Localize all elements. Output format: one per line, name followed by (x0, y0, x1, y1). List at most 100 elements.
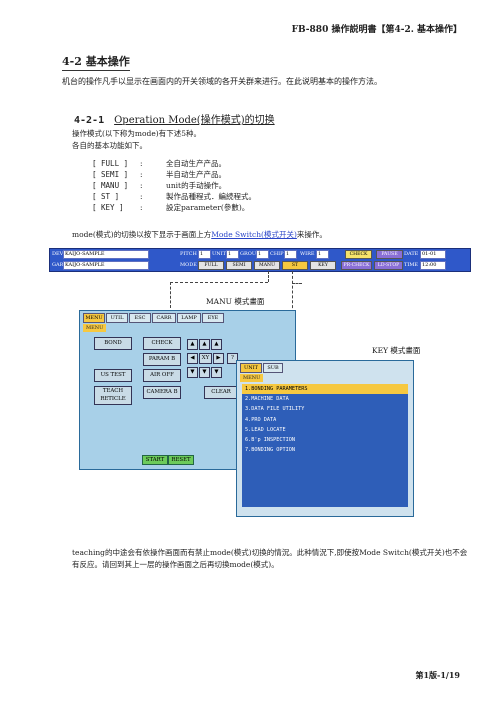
mode-key-button[interactable]: KEY (310, 261, 336, 270)
arrow-right-icon[interactable]: ▶ (213, 353, 224, 364)
arrow-left-icon[interactable]: ◀ (187, 353, 198, 364)
camera-b-button[interactable]: CAMERA B (143, 386, 181, 399)
mode-key: [ KEY ] (92, 203, 124, 212)
mode-switch-link[interactable]: Mode Switch(模式开关) (211, 230, 297, 239)
list-item[interactable]: 1.BONDING PARAMETERS (242, 384, 408, 395)
arrow-down-icon[interactable]: ▼ (199, 367, 210, 378)
subsection-heading: 4-2-1 Operation Mode(操作模式)的切换 (74, 111, 275, 126)
mode-label: MODE (180, 262, 197, 268)
intro-line: 操作模式(以下称为mode)有下述5种。 (72, 129, 201, 138)
date-field: 01-01 (420, 250, 446, 259)
mode-item-semi: [ SEMI ]: 半自动生产产品。 (92, 169, 256, 180)
unit-field[interactable]: 1 (226, 250, 239, 259)
mode-item-key: [ KEY ]: 設定parameter(參數)。 (92, 202, 256, 213)
group-field[interactable]: 1 (256, 250, 269, 259)
tab-unit[interactable]: UNIT (240, 363, 262, 373)
dev-field[interactable]: KAIJO-SAMPLE (63, 250, 149, 259)
mode-desc: 半自动生产产品。 (166, 170, 226, 179)
check-button[interactable]: CHECK (143, 337, 181, 350)
switch-text-before: mode(模式)的切換以按下显示于画面上方 (72, 230, 212, 239)
document-header: FB-880 操作説明書【第4-2. 基本操作】 (291, 25, 462, 35)
mode-manu-button[interactable]: MANU (254, 261, 280, 270)
us-test-button[interactable]: US TEST (94, 369, 132, 382)
mode-key: [ FULL ] (92, 159, 129, 168)
wire-label: WIRE (300, 251, 315, 257)
tab-util[interactable]: UTIL (106, 313, 128, 323)
mode-st-button[interactable]: ST (282, 261, 308, 270)
arrow-up-icon[interactable]: ▲ (199, 339, 210, 350)
mode-sep: : (140, 181, 143, 190)
list-item[interactable]: 2.MACHINE DATA (245, 396, 289, 403)
mode-item-manu: [ MANU ]: unit的手动操作。 (92, 180, 256, 191)
teach-reticle-button[interactable]: TEACH RETICLE (94, 386, 132, 405)
sub-tab-menu[interactable]: MENU (240, 374, 264, 382)
mode-sep: : (140, 203, 143, 212)
mode-intro: 操作模式(以下称为mode)有下述5种。 各自的基本功能如下。 (72, 128, 201, 152)
chip-field[interactable]: 1 (284, 250, 297, 259)
arrow-up-right-icon[interactable]: ▲ (211, 339, 222, 350)
clear-button[interactable]: CLEAR (204, 386, 238, 399)
tab-esc[interactable]: ESC (129, 313, 151, 323)
subsection-title: Operation Mode(操作模式)的切换 (114, 115, 275, 126)
mode-desc: 設定parameter(參數)。 (166, 203, 250, 212)
unit-label: UNIT (212, 251, 226, 257)
xy-button[interactable]: XY (199, 353, 212, 364)
list-item[interactable]: 5.LEAD LOCATE (245, 426, 286, 433)
arrow-down-left-icon[interactable]: ▼ (187, 367, 198, 378)
mode-desc: 製作品種程式．編続程式。 (166, 192, 256, 201)
mode-desc: 全自动生产产品。 (166, 159, 226, 168)
switch-text-after: 来操作。 (296, 230, 327, 239)
list-item[interactable]: 3.DATA FILE UTILITY (245, 406, 305, 413)
list-item[interactable]: 7.BONDING OPTION (245, 447, 295, 454)
manu-callout: MANU 模式畫面 (206, 297, 265, 306)
tab-lamp[interactable]: LAMP (177, 313, 201, 323)
mode-list: [ FULL ]: 全自动生产产品。 [ SEMI ]: 半自动生产产品。 [ MA… (92, 158, 256, 213)
mode-key: [ MANU ] (92, 181, 129, 190)
tab-eye[interactable]: EYE (202, 313, 224, 323)
connector-line (268, 271, 269, 282)
mode-switch-paragraph: mode(模式)的切換以按下显示于画面上方Mode Switch(模式开关)来操… (72, 229, 327, 240)
tab-sub[interactable]: SUB (263, 363, 283, 373)
ld-stop-button[interactable]: LD-STOP (374, 261, 403, 270)
mode-key: [ SEMI ] (92, 170, 129, 179)
pause-button[interactable]: PAUSE (376, 250, 403, 259)
connector-line (292, 283, 302, 284)
parameter-menu-list: 1.BONDING PARAMETERS 2.MACHINE DATA 3.DA… (242, 384, 408, 507)
question-icon[interactable]: ? (227, 353, 238, 364)
gar-field[interactable]: KAIJO-SAMPLE (63, 261, 149, 270)
key-callout: KEY 模式畫面 (372, 346, 421, 355)
air-off-button[interactable]: AIR OFF (143, 369, 181, 382)
mode-item-st: [ ST ]:製作品種程式．編続程式。 (92, 191, 256, 202)
wire-field[interactable]: 1 (316, 250, 329, 259)
tab-carr[interactable]: CARR (152, 313, 176, 323)
arrow-down-right-icon[interactable]: ▼ (211, 367, 222, 378)
time-label: TIME (404, 262, 419, 268)
group-label: GROUP (240, 251, 260, 257)
list-item[interactable]: 6.B'p INSPECTION (245, 437, 295, 444)
dev-label: DEV (52, 251, 64, 257)
connector-line (170, 282, 171, 308)
footer-note: teaching的中途会有依操作画面而有禁止mode(模式)切換的情況。此种情況… (72, 548, 468, 569)
section-title: 4-2 基本操作 (62, 53, 130, 71)
intro-line: 各自的基本功能如下。 (72, 141, 147, 150)
key-mode-window: UNIT SUB MENU 1.BONDING PARAMETERS 2.MAC… (236, 360, 414, 517)
sub-tab-menu[interactable]: MENU (83, 324, 107, 332)
param-b-button[interactable]: PARAM B (143, 353, 181, 366)
pre-check-button[interactable]: PR-CHECK (341, 261, 372, 270)
mode-semi-button[interactable]: SEMI (226, 261, 252, 270)
list-item[interactable]: 4.PRO DATA (245, 416, 277, 423)
pitch-field[interactable]: 1 (198, 250, 211, 259)
mode-desc: unit的手动操作。 (166, 181, 227, 190)
mode-full-button[interactable]: FULL (198, 261, 224, 270)
connector-line (170, 282, 268, 283)
tab-menu[interactable]: MENU (83, 313, 105, 323)
check-button[interactable]: CHECK (345, 250, 372, 259)
bond-button[interactable]: BOND (94, 337, 132, 350)
start-button[interactable]: START (142, 455, 168, 465)
mode-sep: : (140, 170, 143, 179)
time-field: 12:00 (420, 261, 446, 270)
subsection-number: 4-2-1 (74, 115, 105, 126)
intro-paragraph: 机台的操作凡手以显示在画面内的开关领域的各开关群来进行。在此说明基本的操作方法。 (62, 77, 382, 86)
arrow-up-left-icon[interactable]: ▲ (187, 339, 198, 350)
reset-button[interactable]: RESET (168, 455, 194, 465)
